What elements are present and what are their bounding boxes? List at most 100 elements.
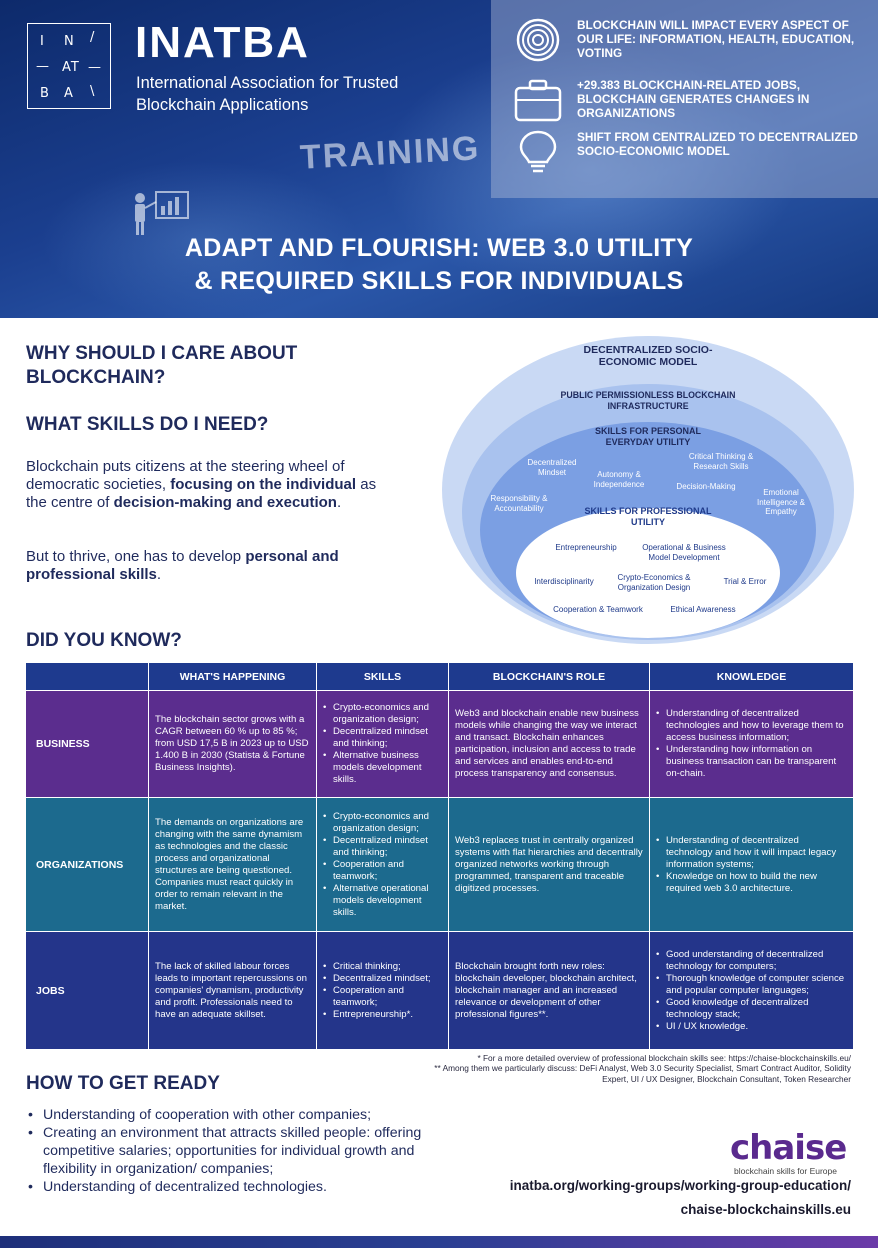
- list-item: Good knowledge of decentralized technolo…: [656, 997, 847, 1021]
- list-item: Decentralized mindset and thinking;: [323, 726, 442, 750]
- text-run-bold: decision-making and execution: [113, 494, 337, 511]
- role-cell: Blockchain brought forth new roles: bloc…: [448, 931, 650, 1050]
- text-run: .: [336, 494, 342, 511]
- skill-crypto-economics: Crypto-Economics & Organization Design: [617, 573, 691, 592]
- background-glow: [380, 40, 800, 300]
- role-cell: Web3 replaces trust in centrally organiz…: [448, 797, 650, 932]
- diagram-personal-label: SKILLS FOR PERSONAL EVERYDAY UTILITY: [594, 426, 701, 447]
- list-item: Alternative business models development …: [323, 750, 442, 786]
- fact-text: +29.383 blockchain-related jobs, Blockch…: [577, 78, 810, 120]
- happening-cell: The blockchain sector grows with a CAGR …: [148, 690, 317, 798]
- inatba-education-link[interactable]: inatba.org/working-groups/working-group-…: [509, 1178, 851, 1193]
- list-item: Crypto-economics and organization design…: [323, 811, 442, 835]
- list-item: Understanding of decentralized technolog…: [26, 1178, 446, 1196]
- list-item: Creating an environment that attracts sk…: [26, 1124, 446, 1178]
- list-item: Understanding how information on busines…: [656, 744, 847, 780]
- row-label: ORGANIZATIONS: [25, 797, 149, 932]
- skill-decentralized-mindset: Decentralized Mindset: [527, 458, 577, 477]
- diagram-outer-label: DECENTRALIZED SOCIO-ECONOMIC MODEL: [583, 344, 713, 368]
- footnote: ** Among them we particularly discuss: D…: [434, 1063, 851, 1084]
- column-header: KNOWLEDGE: [649, 662, 854, 691]
- list-item: Thorough knowledge of computer science a…: [656, 973, 847, 997]
- skills-cell: Crypto-economics and organization design…: [316, 797, 449, 932]
- table-row: BUSINESS The blockchain sector grows wit…: [25, 690, 854, 798]
- intro-paragraph: But to thrive, one has to develop person…: [26, 548, 378, 584]
- diagram-infra-label: PUBLIC PERMISSIONLESS BLOCKCHAIN INFRAST…: [560, 390, 736, 411]
- did-you-know-heading: DID YOU KNOW?: [26, 630, 182, 651]
- text-run: Blockchain puts citizens at the steering…: [26, 458, 345, 493]
- column-header: WHAT'S HAPPENING: [148, 662, 317, 691]
- list-item: Understanding of decentralized technolog…: [656, 708, 847, 744]
- skill-emotional: Emotional Intelligence & Empathy: [756, 488, 806, 516]
- logo-letter: —: [36, 59, 50, 74]
- skill-trial-error: Trial & Error: [723, 577, 767, 586]
- skills-cell: Crypto-economics and organization design…: [316, 690, 449, 798]
- text-run: But to thrive, one has to develop: [26, 548, 246, 565]
- why-heading: WHY SHOULD I CARE ABOUT BLOCKCHAIN?: [26, 343, 298, 388]
- skills-diagram: DECENTRALIZED SOCIO-ECONOMIC MODEL PUBLI…: [440, 330, 860, 650]
- skill-decision-making: Decision-Making: [676, 482, 736, 491]
- fingerprint-icon: [513, 18, 563, 62]
- logo-letter: \: [90, 84, 96, 99]
- skill-operational: Operational & Business Model Development: [642, 543, 726, 562]
- title-line: & REQUIRED SKILLS FOR INDIVIDUALS: [194, 267, 684, 295]
- skill-interdisciplinarity: Interdisciplinarity: [534, 577, 594, 586]
- list-item: Cooperation and teamwork;: [323, 859, 442, 883]
- list-item: Crypto-economics and organization design…: [323, 702, 442, 726]
- fact-item: Shift from centralized to decentralized …: [513, 130, 863, 174]
- header-banner: I N / — AT — B A \ INATBA International …: [0, 0, 878, 318]
- title-line: ADAPT AND FLOURISH: WEB 3.0 UTILITY: [184, 234, 694, 262]
- fact-item: Blockchain will impact every aspect of o…: [513, 18, 863, 62]
- list-item: Understanding of decentralized technolog…: [656, 835, 847, 871]
- text-run-bold: personal and professional skills: [26, 548, 339, 583]
- skill-critical-thinking: Critical Thinking & Research Skills: [688, 452, 754, 471]
- chaise-wordmark: chaise: [730, 1128, 847, 1168]
- list-item: Understanding of cooperation with other …: [26, 1106, 446, 1124]
- bottom-bar: [0, 1236, 878, 1248]
- how-to-heading: HOW TO GET READY: [26, 1073, 220, 1094]
- logo-letter: A: [64, 86, 74, 101]
- knowledge-cell: Good understanding of decentralized tech…: [649, 931, 854, 1050]
- row-label: JOBS: [25, 931, 149, 1050]
- fact-text: Shift from centralized to decentralized …: [577, 130, 858, 158]
- presenter-icon: [135, 191, 189, 235]
- column-header: [25, 662, 149, 691]
- brand-subtitle: International Association for Trusted Bl…: [136, 74, 399, 114]
- logo-letter: I: [40, 34, 45, 49]
- text-run: as the centre of: [26, 476, 377, 511]
- footnote: * For a more detailed overview of profes…: [477, 1053, 851, 1063]
- list-item: Alternative operational models developme…: [323, 883, 442, 919]
- table-header-row: WHAT'S HAPPENING SKILLS BLOCKCHAIN'S ROL…: [25, 662, 854, 691]
- role-cell: Web3 and blockchain enable new business …: [448, 690, 650, 798]
- list-item: UI / UX knowledge.: [656, 1021, 847, 1033]
- happening-cell: The demands on organizations are changin…: [148, 797, 317, 932]
- skill-autonomy: Autonomy & Independence: [593, 470, 645, 489]
- skill-ethical: Ethical Awareness: [670, 605, 736, 614]
- list-item: Decentralized mindset and thinking;: [323, 835, 442, 859]
- briefcase-icon: [513, 78, 563, 122]
- fact-item: +29.383 blockchain-related jobs, Blockch…: [513, 78, 863, 122]
- list-item: Critical thinking;: [323, 961, 442, 973]
- knowledge-cell: Understanding of decentralized technolog…: [649, 797, 854, 932]
- page-title: ADAPT AND FLOURISH: WEB 3.0 UTILITY & RE…: [0, 232, 878, 298]
- facts-panel: Blockchain will impact every aspect of o…: [491, 0, 878, 198]
- list-item: Decentralized mindset;: [323, 973, 442, 985]
- logo-letter: B: [40, 86, 50, 101]
- logo-letter: /: [90, 30, 96, 45]
- table-row: ORGANIZATIONS The demands on organizatio…: [25, 797, 854, 932]
- nested-ellipses: [442, 336, 854, 644]
- logo-letter: N: [64, 34, 75, 49]
- inatba-logo-mark: I N / — AT — B A \: [27, 23, 111, 109]
- logo-letter: AT: [62, 60, 80, 75]
- intro-paragraph: Blockchain puts citizens at the steering…: [26, 458, 378, 512]
- text-run: .: [156, 566, 162, 583]
- brand-name: INATBA: [135, 18, 310, 67]
- row-label: BUSINESS: [25, 690, 149, 798]
- lightbulb-icon: [513, 130, 563, 174]
- chaise-logo: chaise blockchain skills for Europe: [730, 1128, 850, 1178]
- chaise-tagline: blockchain skills for Europe: [734, 1166, 837, 1176]
- knowledge-cell: Understanding of decentralized technolog…: [649, 690, 854, 798]
- background-glow: [40, 160, 360, 318]
- skill-cooperation: Cooperation & Teamwork: [553, 605, 643, 614]
- chaise-website-link[interactable]: chaise-blockchainskills.eu: [680, 1202, 851, 1217]
